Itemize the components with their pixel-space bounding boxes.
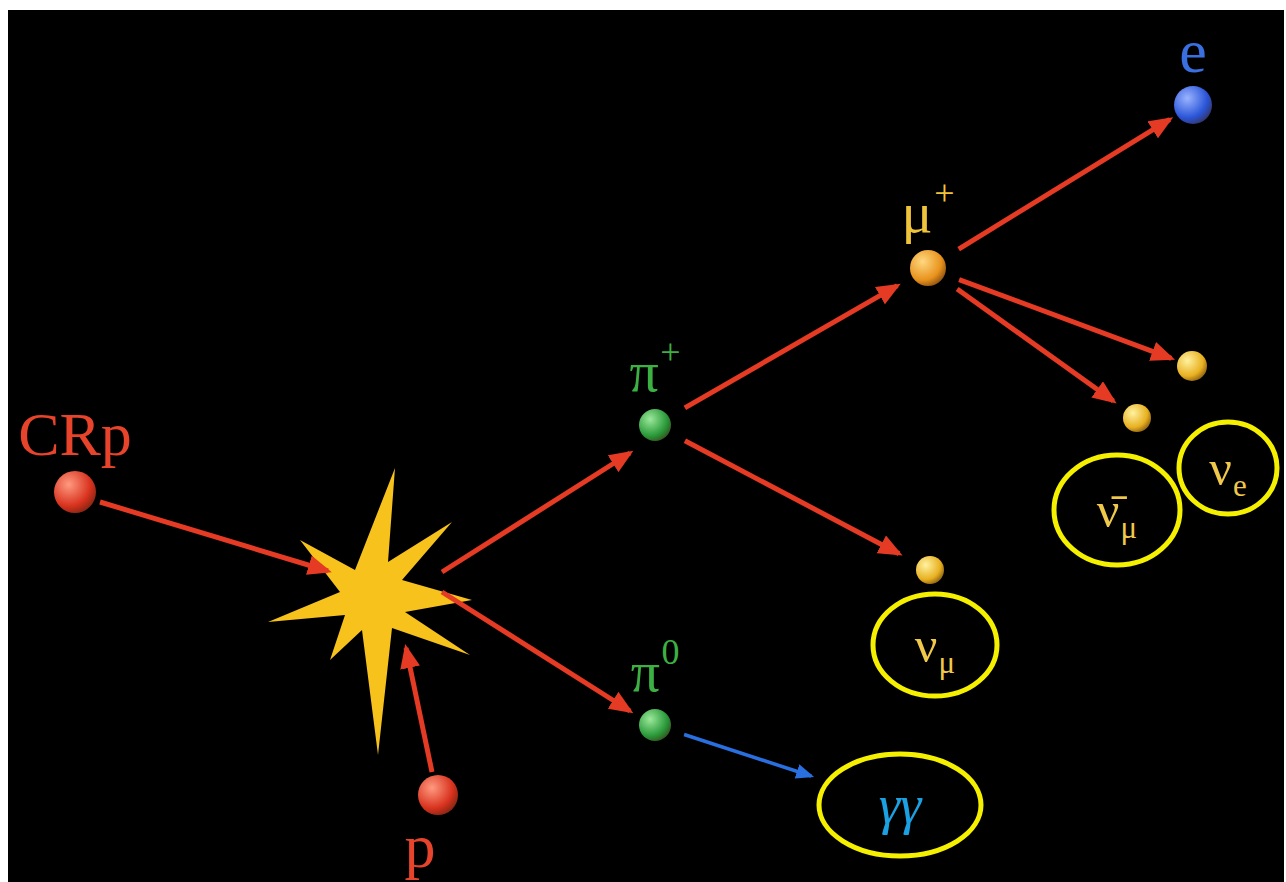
particle-dot	[916, 556, 944, 584]
highlight-ring: νμ	[870, 591, 1000, 699]
pion-particle: π+	[630, 343, 681, 441]
decay-arrow	[959, 119, 1170, 249]
incoming-arrow	[406, 648, 432, 772]
particle-label: μ+	[902, 184, 955, 242]
particle-dot	[639, 409, 671, 441]
black-background	[8, 10, 1284, 882]
particle-dot	[418, 775, 458, 815]
particle-dot	[1177, 351, 1207, 381]
particle-label: p	[405, 815, 436, 877]
particle-dot	[910, 250, 946, 286]
incoming-arrow	[100, 502, 328, 571]
particle-dot	[639, 709, 671, 741]
pion-particle: π0	[631, 643, 680, 741]
neutrino-ring: νe	[1176, 351, 1280, 517]
outgoing-arrow	[442, 592, 630, 711]
particle-dot	[1123, 404, 1151, 432]
highlight-ring: ν̄μ	[1051, 452, 1183, 568]
highlight-ring: νe	[1176, 419, 1280, 517]
decay-arrow	[685, 286, 897, 408]
collision-star	[268, 468, 472, 755]
electron-particle: e	[1174, 20, 1212, 124]
decay-arrow	[684, 735, 811, 777]
particle-label: e	[1179, 20, 1207, 82]
proton-particle: CRp	[18, 403, 132, 513]
decay-arrow	[959, 280, 1171, 359]
particle-label: ν̄μ	[1097, 485, 1137, 535]
particle-label: CRp	[18, 403, 132, 465]
highlight-ring: γγ	[816, 751, 984, 859]
particle-dot	[54, 471, 96, 513]
particle-dot	[1174, 86, 1212, 124]
particle-label: νe	[1209, 443, 1247, 493]
particle-label: π0	[631, 643, 680, 701]
decay-arrow	[685, 441, 899, 554]
particle-label: π+	[630, 343, 681, 401]
particle-label: νμ	[915, 620, 955, 670]
outgoing-arrow	[442, 453, 630, 572]
neutrino-ring: νμ	[870, 556, 1000, 699]
photon-ring: γγ	[816, 751, 984, 859]
neutrino-ring: ν̄μ	[1051, 404, 1183, 568]
proton-particle: p	[418, 775, 458, 877]
particle-label: γγ	[879, 778, 922, 832]
muon-particle: μ+	[902, 184, 955, 286]
